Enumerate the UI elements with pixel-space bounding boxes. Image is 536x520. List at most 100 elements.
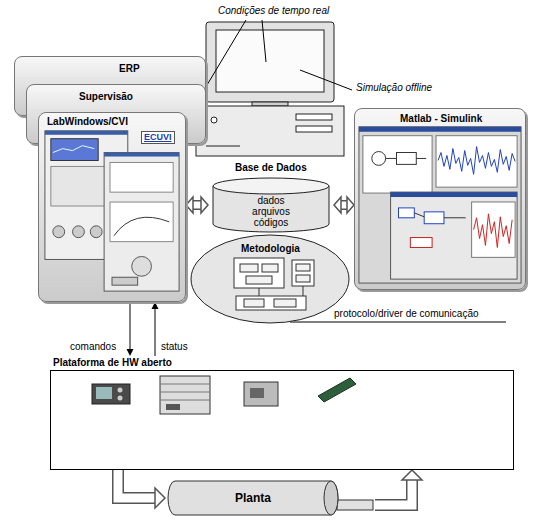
- edge-label: comandos: [70, 341, 116, 353]
- hardware: [92, 376, 356, 414]
- hardware-part: [244, 382, 278, 406]
- methodology-ellipse-part: [292, 260, 314, 286]
- hardware-part: [92, 384, 130, 404]
- arrow-body: [375, 480, 412, 505]
- plant-tank: Planta: [165, 478, 375, 518]
- node-label: Base de Dados: [235, 162, 307, 174]
- labwindows-box: LabWindows/CVI ECUVI: [38, 112, 186, 302]
- block-arrow: [118, 470, 165, 508]
- plant-tank-part: [168, 481, 338, 515]
- hardware-part: [118, 396, 123, 401]
- simulink-screenshot-part: [410, 238, 432, 248]
- leader-lines-part: [290, 322, 506, 323]
- arrowhead: [402, 470, 422, 480]
- labwindows-screenshot-part: [45, 131, 128, 135]
- button-label: ECUVI: [141, 131, 175, 144]
- arrow-line: [155, 309, 156, 356]
- labwindows-screenshot-part: [104, 153, 179, 157]
- arrow: [127, 302, 134, 356]
- methodology-ellipse-part: [191, 235, 349, 323]
- leader-lines-part: [300, 70, 352, 90]
- block-arrow: [186, 197, 208, 213]
- leader-lines-part: [262, 20, 266, 62]
- platform-frame-part: [51, 371, 514, 470]
- simulink-screenshot-part: [372, 152, 386, 166]
- labwindows-screenshot-part: [112, 277, 138, 285]
- simulink-screenshot-part: [472, 202, 515, 257]
- labwindows-screenshot-part: [104, 153, 179, 292]
- methodology-ellipse-part: [296, 275, 310, 282]
- block-arrow: [334, 197, 354, 213]
- hardware-part: [160, 376, 210, 414]
- arrowhead: [334, 197, 341, 213]
- node-label: Plataforma de HW aberto: [53, 357, 172, 369]
- platform-box: Plataforma de HW aberto: [50, 356, 514, 470]
- arrowhead: [201, 197, 208, 213]
- simulink-screenshot-part: [424, 212, 444, 224]
- node-label: Metodologia: [241, 243, 300, 255]
- hardware-part: [318, 378, 356, 402]
- computer-part: [296, 114, 332, 120]
- hardware-part: [160, 392, 210, 393]
- arrow-outline: [341, 200, 347, 210]
- computer-part: [196, 106, 344, 156]
- computer-part: [216, 30, 324, 92]
- simulink-screenshot-part: [359, 127, 521, 132]
- simulink-screenshot-part: [386, 158, 397, 159]
- arrow-outline: [118, 470, 155, 498]
- simulink-screenshot-part: [474, 214, 513, 248]
- methodology-ellipse-part: [303, 286, 304, 296]
- labwindows-screenshot-part: [114, 217, 169, 235]
- labwindows-screenshot-part: [132, 256, 152, 276]
- arrow-outline: [375, 480, 412, 505]
- database-content: dados arquivos códigos: [244, 195, 298, 228]
- labwindows-screenshot-part: [73, 226, 85, 238]
- callout-label: Simulação offline: [356, 82, 432, 94]
- arrowhead: [127, 349, 134, 356]
- node-label: LabWindows/CVI: [47, 116, 128, 128]
- methodology-ellipse-part: [274, 299, 296, 307]
- simulink-screenshot-part: [359, 127, 521, 283]
- methodology-ellipse-part: [234, 258, 284, 288]
- labwindows-screenshot-part: [110, 162, 173, 192]
- arrow-body: [341, 202, 347, 209]
- computer-part: [206, 146, 240, 147]
- simulink-screenshot-part: [436, 136, 517, 187]
- hardware-part: [96, 387, 112, 399]
- plant-tank-part: [337, 500, 373, 510]
- simulink-screenshot-part: [363, 136, 432, 193]
- hardware-part: [250, 388, 264, 398]
- database: Base de Dados dados arquivos códigos: [208, 160, 334, 234]
- methodology-ellipse-part: [246, 276, 272, 284]
- arrowhead: [152, 302, 159, 309]
- methodology-ellipse: Metodologia: [190, 234, 350, 324]
- computer-part: [296, 126, 332, 132]
- arrow-body: [118, 470, 155, 498]
- methodology-ellipse-part: [236, 296, 306, 310]
- methodology-ellipse-part: [259, 288, 260, 296]
- simulink-screenshot-part: [438, 147, 515, 175]
- simulink-box: Matlab - Simulink: [354, 108, 526, 290]
- callout-label: Condições de tempo real: [218, 5, 329, 17]
- arrowhead: [347, 197, 354, 213]
- simulink-screenshot-part: [414, 213, 424, 217]
- hardware-part: [160, 384, 210, 385]
- hardware-part: [166, 404, 180, 410]
- node-label: ERP: [119, 63, 140, 75]
- simulink-screenshot-part: [398, 208, 414, 218]
- computer-part: [252, 102, 288, 106]
- methodology-ellipse-part: [262, 264, 278, 272]
- plant-tank-part: [324, 481, 338, 515]
- simulink-screenshot-part: [391, 192, 518, 279]
- hardware-part: [160, 400, 210, 401]
- arrow-body: [193, 202, 201, 209]
- simulink-screenshot-part: [397, 153, 417, 165]
- simulink-screenshot: [355, 109, 525, 289]
- node-label: Matlab - Simulink: [400, 113, 482, 125]
- methodology-ellipse-part: [244, 299, 264, 307]
- methodology-ellipse-part: [240, 264, 258, 272]
- simulink-screenshot-part: [416, 158, 426, 159]
- computer: [196, 22, 344, 156]
